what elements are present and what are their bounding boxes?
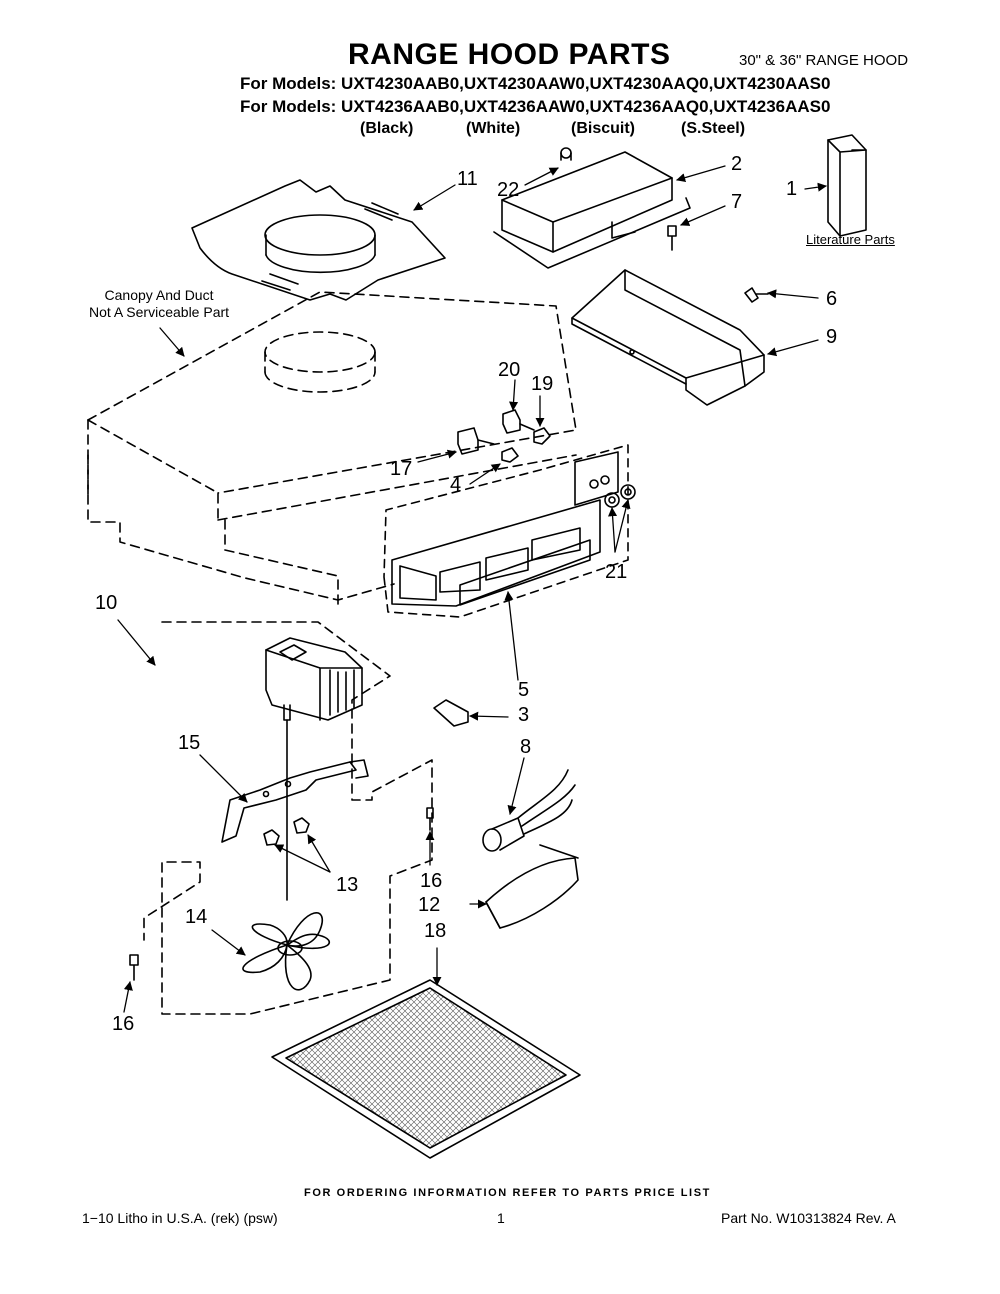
page-number: 1	[497, 1210, 505, 1226]
callout-10: 10	[95, 592, 118, 614]
screws	[667, 225, 769, 303]
grease-filter	[271, 979, 581, 1159]
callout-22: 22	[497, 179, 520, 201]
callout-14: 14	[185, 906, 208, 928]
blower-assembly-outline	[143, 621, 433, 1015]
callout-13: 13	[336, 874, 359, 896]
color-white: (White)	[466, 120, 521, 137]
canopy-outline	[87, 291, 577, 605]
canopy-note-line-2: Not A Serviceable Part	[88, 304, 230, 320]
socket	[482, 769, 576, 852]
ordering-note: FOR ORDERING INFORMATION REFER TO PARTS …	[304, 1187, 711, 1199]
control-panel	[383, 444, 629, 618]
canopy-note-line-1: Canopy And Duct	[104, 287, 214, 303]
motor	[265, 637, 363, 901]
callout-1: 1	[786, 178, 798, 200]
fan-blade	[242, 912, 330, 991]
clip	[433, 699, 469, 727]
callout-21: 21	[605, 561, 628, 583]
callout-18: 18	[424, 920, 447, 942]
leader-lines	[117, 165, 827, 1013]
callout-17: 17	[390, 458, 413, 480]
callout-7: 7	[731, 191, 743, 213]
color-black: (Black)	[360, 120, 414, 137]
callout-8: 8	[520, 736, 532, 758]
callout-4: 4	[450, 474, 462, 496]
callout-19: 19	[531, 373, 554, 395]
duct-plate	[191, 179, 446, 301]
callout-3: 3	[518, 704, 530, 726]
page-subtitle: 30" & 36" RANGE HOOD	[739, 52, 909, 69]
electrical-box	[493, 147, 691, 269]
callout-15: 15	[178, 732, 201, 754]
litho-note: 1−10 Litho in U.S.A. (rek) (psw)	[82, 1210, 278, 1226]
callout-5: 5	[518, 679, 530, 701]
part-number: Part No. W10313824 Rev. A	[721, 1210, 896, 1226]
callout-12: 12	[418, 894, 441, 916]
nuts	[263, 817, 310, 846]
literature-book	[827, 134, 867, 237]
callout-9: 9	[826, 326, 838, 348]
screw-16-left	[129, 954, 139, 981]
callout-2: 2	[731, 153, 743, 175]
color-stainless: (S.Steel)	[681, 120, 746, 137]
callout-20: 20	[498, 359, 521, 381]
models-line-1: For Models: UXT4230AAB0,UXT4230AAW0,UXT4…	[240, 74, 831, 93]
screw-16-right	[426, 807, 434, 831]
bracket	[571, 269, 765, 406]
models-line-2: For Models: UXT4236AAB0,UXT4236AAW0,UXT4…	[240, 97, 831, 116]
knobs	[604, 484, 636, 508]
switches	[457, 409, 551, 463]
callout-6: 6	[826, 288, 838, 310]
callout-16-left: 16	[112, 1013, 135, 1035]
callout-11: 11	[457, 168, 478, 190]
color-biscuit: (Biscuit)	[571, 120, 635, 137]
canopy-note: Canopy And Duct Not A Serviceable Part	[84, 287, 234, 321]
callout-16-right: 16	[420, 870, 443, 892]
light-lens	[485, 844, 579, 929]
literature-parts-label: Literature Parts	[806, 232, 895, 247]
page-title: RANGE HOOD PARTS	[348, 38, 671, 71]
mounting-bracket	[221, 759, 369, 843]
